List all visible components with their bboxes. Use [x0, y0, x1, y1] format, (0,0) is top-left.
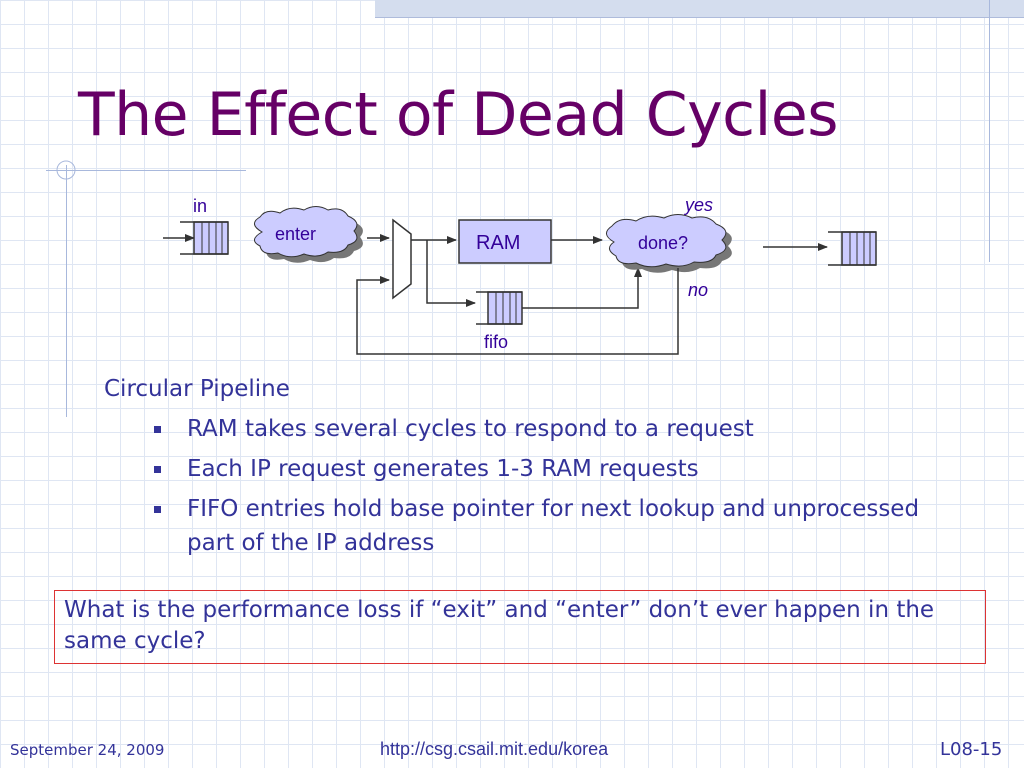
footer-url: http://csg.csail.mit.edu/korea [380, 739, 609, 759]
decorative-rule-left [66, 165, 67, 417]
bullet-icon [154, 506, 161, 513]
crosshair-ornament [56, 160, 76, 180]
recirculation-arrow [356, 268, 679, 355]
fifo-to-done-arrow [522, 267, 642, 309]
bullet-text: FIFO entries hold base pointer for next … [187, 496, 920, 556]
fifo-label: fifo [484, 332, 508, 352]
enter-cloud [254, 206, 363, 263]
decorative-rule-title [46, 170, 246, 171]
footer-date: September 24, 2009 [10, 741, 165, 759]
bullet-text: Each IP request generates 1-3 RAM reques… [187, 456, 699, 482]
ram-box [458, 219, 552, 264]
decorative-rule-right [989, 0, 990, 262]
bullet-list: RAM takes several cycles to respond to a… [154, 412, 934, 566]
slide-body: Circular Pipeline RAM takes several cycl… [104, 372, 919, 556]
yes-label: yes [683, 195, 713, 215]
fifo-queue [476, 291, 523, 325]
in-label: in [193, 196, 207, 216]
input-queue [163, 221, 229, 255]
output-queue [828, 231, 877, 266]
done-label: done? [638, 233, 688, 253]
bullet-item: RAM takes several cycles to respond to a… [154, 412, 934, 446]
enter-label: enter [275, 224, 316, 244]
bullet-item: Each IP request generates 1-3 RAM reques… [154, 452, 934, 486]
mux-to-fifo-arrow [426, 240, 476, 307]
header-band [375, 0, 1024, 18]
bullet-text: RAM takes several cycles to respond to a… [187, 416, 754, 442]
bullet-item: FIFO entries hold base pointer for next … [154, 492, 934, 560]
no-label: no [688, 280, 708, 300]
bullet-icon [154, 466, 161, 473]
slide-number: L08-15 [940, 739, 1003, 760]
slide-title: The Effect of Dead Cycles [78, 80, 839, 150]
bullet-icon [154, 426, 161, 433]
done-cloud [606, 214, 732, 273]
question-callout: What is the performance loss if “exit” a… [54, 590, 986, 664]
ram-label: RAM [476, 232, 520, 254]
section-heading: Circular Pipeline [104, 376, 290, 402]
multiplexer [392, 218, 412, 300]
